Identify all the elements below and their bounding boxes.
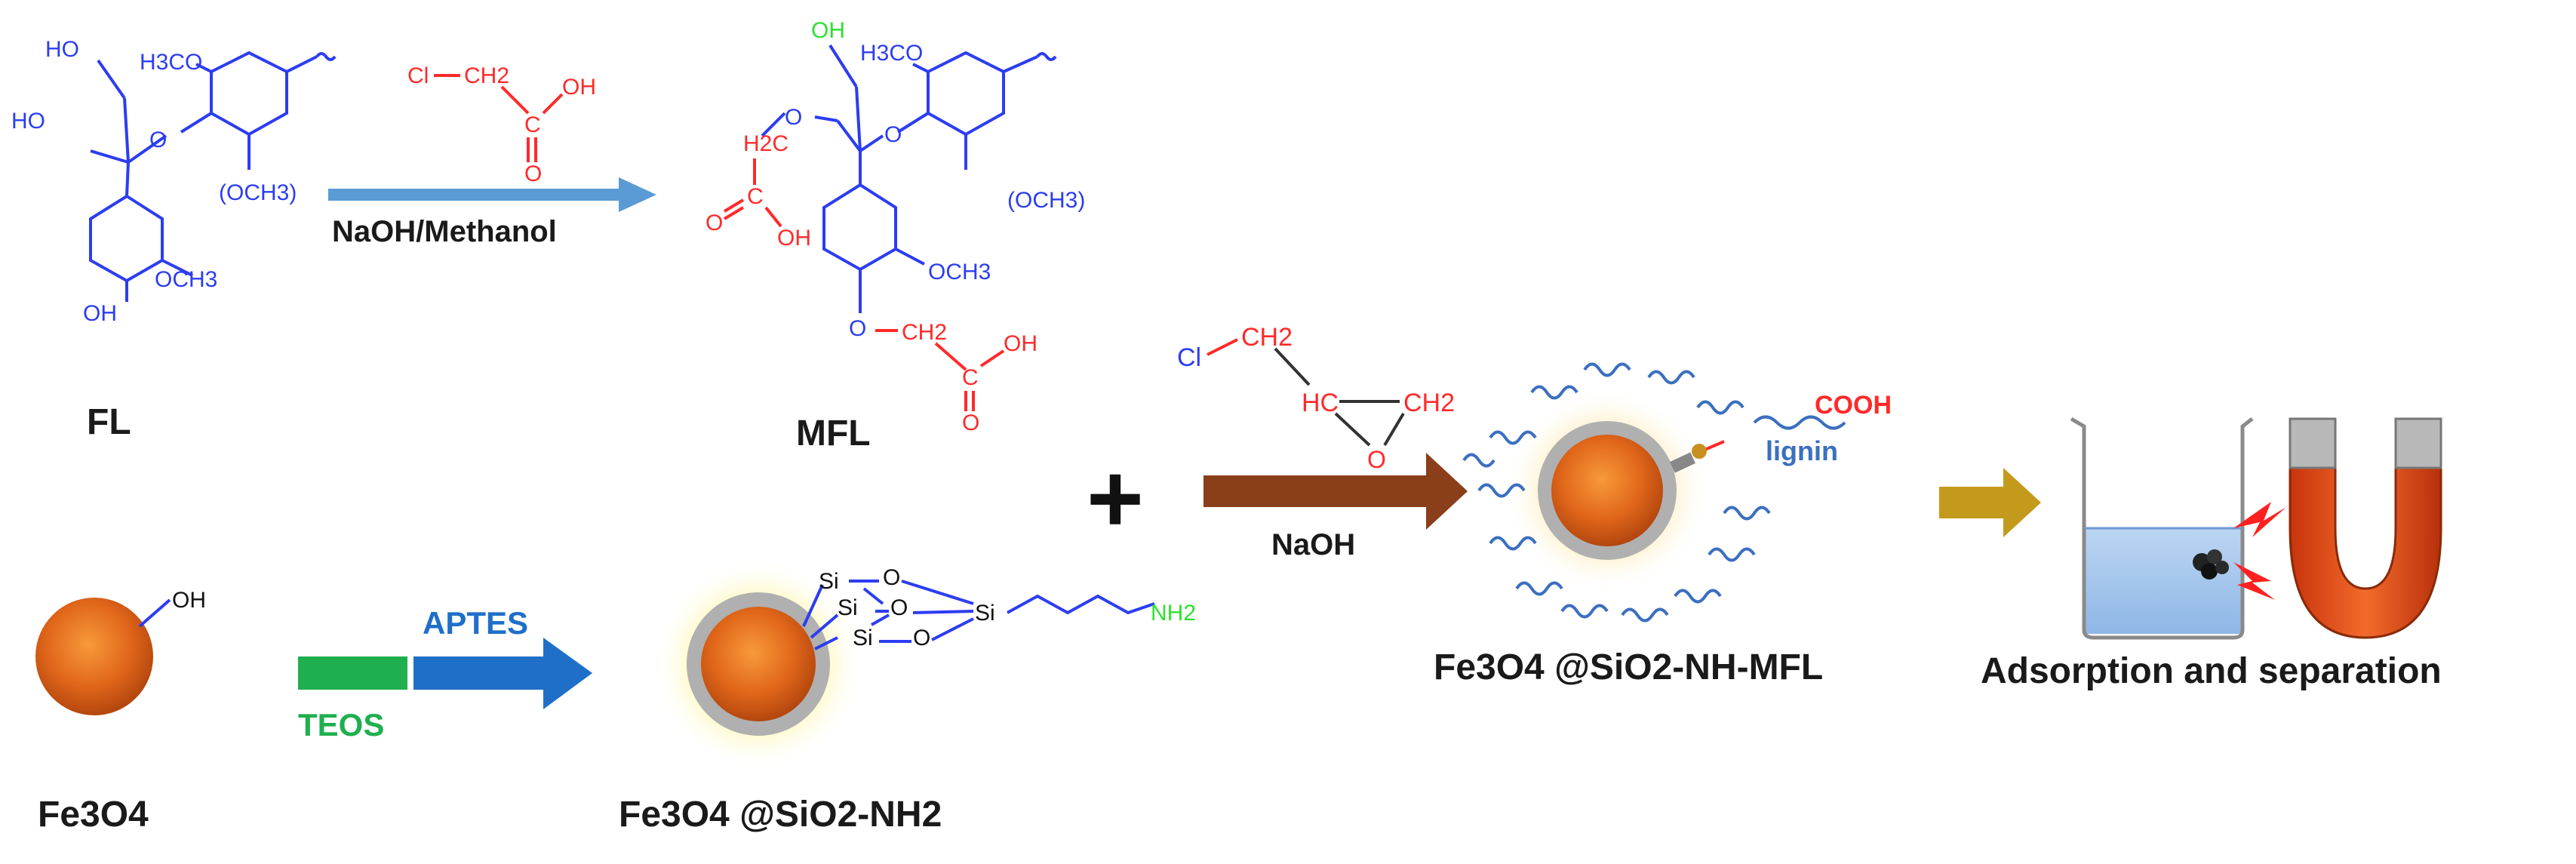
fl-structure: HO H3CO HO O (OCH3) OCH3 OH [11, 37, 337, 326]
magnet-pole-right [2394, 417, 2442, 469]
mfl-bottom-ring [822, 183, 897, 272]
fl-h3co: H3CO [140, 50, 202, 75]
o-1: O [883, 565, 900, 590]
mfl-oh-left: OH [777, 226, 811, 251]
naoh-label: NaOH [1271, 528, 1355, 561]
mfl-c-left: C [747, 184, 764, 209]
mfl-och3: OCH3 [928, 260, 991, 284]
fl-bottom-ring [89, 194, 164, 283]
fl-oh-bottom: OH [83, 301, 117, 326]
chloroacetic-acid: Cl CH2 C OH O [407, 63, 596, 186]
mfl-o-bottom: O [849, 316, 866, 341]
fe3o4-sio2-nh2-label: Fe3O4 @SiO2-NH2 [619, 795, 942, 835]
mfl-ch2-bottom: CH2 [902, 320, 947, 345]
fe3o4-sio2-nh2-particle: Si Si Si O O O Si NH2 [653, 558, 1196, 770]
fl-label: FL [87, 402, 131, 442]
o-3: O [913, 626, 930, 650]
mfl-label: MFL [796, 414, 871, 454]
beaker-water [2084, 528, 2242, 634]
o-2: O [890, 595, 908, 620]
mfl-o-left-carbonyl: O [705, 211, 723, 235]
epi-o: O [1367, 446, 1386, 473]
fl-o-ether: O [149, 128, 167, 152]
teos-label: TEOS [298, 707, 384, 743]
si-3: Si [853, 626, 873, 650]
mfl-oh-bottom: OH [1004, 331, 1037, 356]
mfl-top-ring [927, 51, 1005, 137]
mfl-oh-green: OH [811, 18, 845, 43]
fl-top-ring [210, 51, 288, 137]
fe3o4-sio2-nh-mfl-particle: lignin COOH [1462, 362, 1892, 623]
cooh-label: COOH [1815, 391, 1892, 420]
lignin-label: lignin [1766, 435, 1838, 466]
mfl-h2c: H2C [743, 131, 788, 156]
si-4: Si [975, 601, 995, 626]
plus-sign: + [1087, 443, 1144, 553]
teos-aptes-arrow [298, 638, 592, 709]
fe3o4-core [35, 598, 153, 715]
mfl-o-left: O [785, 105, 802, 130]
lignin-chains [1462, 362, 1846, 623]
mfl-h3co: H3CO [860, 41, 923, 66]
naoh-methanol-label: NaOH/Methanol [332, 215, 557, 248]
magnetic-field-bolts [2233, 502, 2286, 600]
fl-och3-paren: (OCH3) [219, 180, 297, 205]
naoh-arrow [1203, 453, 1468, 530]
aptes-bar [413, 656, 546, 690]
naoh-methanol-arrow [328, 177, 656, 212]
fl-ho-top: HO [45, 37, 79, 62]
particle-cluster [2193, 549, 2229, 580]
epi-cl: Cl [1177, 343, 1201, 372]
mfl-o-bottom-carbonyl: O [962, 410, 979, 435]
mfl-structure: OH H3CO O O (OCH3) OCH3 O H2C C O OH CH2… [705, 18, 1085, 435]
aptes-label: APTES [423, 605, 528, 641]
gold-arrow [1939, 468, 2041, 537]
fe3o4-label: Fe3O4 [38, 795, 149, 835]
mfl-o-ether: O [884, 122, 902, 147]
teos-bar [298, 656, 407, 690]
reagent-cl: Cl [407, 63, 429, 88]
epi-ch2-ring: CH2 [1403, 389, 1455, 417]
reagent-c: C [524, 112, 541, 137]
adsorption-label: Adsorption and separation [1981, 651, 2442, 691]
fe3o4-particle: OH [35, 588, 206, 715]
beaker [2070, 417, 2254, 640]
magnet-pole-left [2289, 417, 2337, 469]
core [701, 607, 816, 721]
reagent-oh: OH [562, 75, 596, 100]
horseshoe-magnet [2289, 417, 2442, 639]
fe3o4-sio2-nh-mfl-label: Fe3O4 @SiO2-NH-MFL [1434, 647, 1823, 687]
fl-och3: OCH3 [155, 267, 217, 292]
si-1: Si [819, 569, 839, 594]
fe3o4-oh: OH [172, 588, 206, 613]
nh2-group: NH2 [1151, 601, 1196, 626]
reagent-o: O [524, 161, 542, 186]
epi-hc: HC [1302, 389, 1339, 417]
si-2: Si [838, 595, 858, 620]
epichlorohydrin: Cl CH2 HC CH2 O [1177, 323, 1455, 473]
reagent-ch2: CH2 [464, 63, 509, 88]
epi-ch2-top: CH2 [1241, 323, 1293, 352]
mfl-och3-paren: (OCH3) [1007, 188, 1085, 213]
mfl-c-bottom: C [962, 365, 979, 390]
fl-ho-mid: HO [11, 109, 45, 134]
